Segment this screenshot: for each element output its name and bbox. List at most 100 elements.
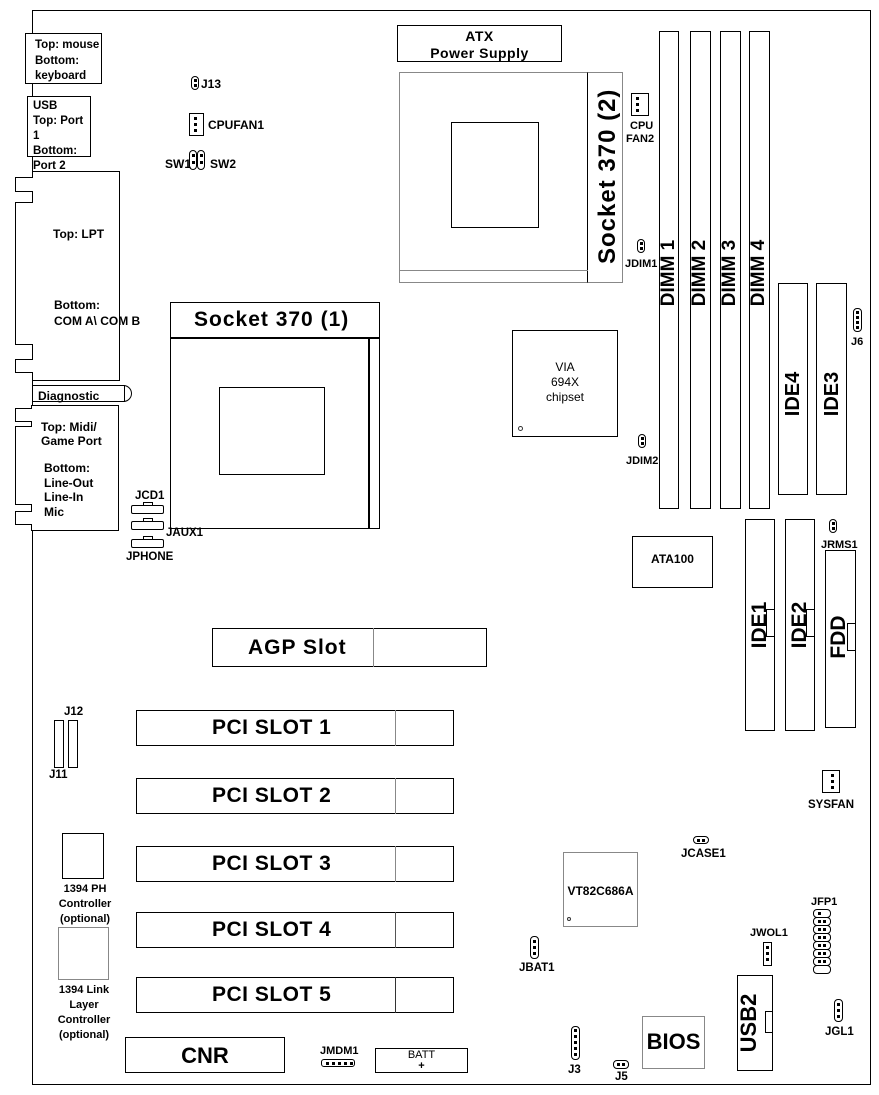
pin-icon bbox=[338, 1061, 341, 1065]
ide1-key-icon bbox=[766, 609, 775, 637]
audio-label-2: Line-Out bbox=[44, 476, 94, 490]
pin-icon bbox=[640, 442, 644, 445]
pci-slot-3[interactable] bbox=[136, 846, 454, 882]
socket1-lever bbox=[368, 337, 370, 529]
pin-icon bbox=[193, 84, 197, 87]
socket2-cpu-die bbox=[451, 122, 539, 228]
pin-icon bbox=[823, 952, 826, 955]
usb2-header[interactable] bbox=[737, 975, 773, 1071]
pin-icon bbox=[640, 437, 644, 440]
pin-icon bbox=[856, 311, 859, 314]
usb-label-4: Port 2 bbox=[33, 160, 66, 172]
ide3-label: IDE3 bbox=[821, 371, 843, 417]
com-label-1: Bottom: bbox=[54, 298, 100, 312]
audio-tab-mid bbox=[15, 426, 32, 505]
ata100-controller: ATA100 bbox=[632, 536, 713, 588]
pci-slot-2[interactable] bbox=[136, 778, 454, 814]
pci-slot-5[interactable] bbox=[136, 977, 454, 1013]
jaux1-label: JAUX1 bbox=[166, 527, 204, 539]
chipset-label-3: chipset bbox=[545, 390, 585, 404]
sw2-switch[interactable] bbox=[197, 150, 205, 170]
j6-label: J6 bbox=[851, 336, 864, 348]
fdd-key-icon bbox=[847, 623, 856, 651]
southbridge-label: VT82C686A bbox=[567, 884, 634, 898]
chipset-pin1-marker bbox=[518, 426, 523, 431]
pin-icon bbox=[831, 527, 835, 530]
dimm-slot-1[interactable] bbox=[659, 31, 679, 509]
pci-slot-4[interactable] bbox=[136, 912, 454, 948]
jcd1-header[interactable] bbox=[131, 505, 164, 514]
pin-icon bbox=[639, 247, 643, 250]
j5-header[interactable] bbox=[613, 1060, 629, 1069]
cnr-slot[interactable]: CNR bbox=[125, 1037, 285, 1073]
sw1-switch[interactable] bbox=[189, 150, 197, 170]
pin-icon bbox=[574, 1053, 577, 1056]
pin-icon bbox=[831, 780, 834, 783]
atx-label-2: Power Supply bbox=[430, 45, 529, 61]
jcase1-header[interactable] bbox=[693, 836, 709, 844]
pci-slot-2-divider bbox=[395, 778, 396, 814]
jgl1-label: JGL1 bbox=[825, 1026, 854, 1038]
com-label-2: COM A\ COM B bbox=[54, 314, 141, 328]
1394-link-label-4: (optional) bbox=[58, 1029, 110, 1041]
pin-icon bbox=[636, 103, 639, 106]
j12-connector[interactable] bbox=[68, 720, 78, 768]
jfp1-header[interactable] bbox=[813, 909, 831, 975]
pin-icon bbox=[702, 838, 705, 842]
1394-ph-label-3: (optional) bbox=[59, 913, 111, 925]
jphone-header[interactable] bbox=[131, 539, 164, 548]
dimm-slot-4[interactable] bbox=[749, 31, 770, 509]
vt82c686a-southbridge: VT82C686A bbox=[563, 852, 638, 927]
ps2-port-box: Top: mouse Bottom: keyboard bbox=[25, 33, 102, 84]
agp-slot[interactable] bbox=[212, 628, 487, 667]
jdim1-header[interactable] bbox=[637, 239, 645, 253]
j11-connector[interactable] bbox=[54, 720, 64, 768]
1394-link-label-3: Controller bbox=[57, 1014, 111, 1026]
j13-header[interactable] bbox=[191, 76, 199, 90]
ide3-connector[interactable] bbox=[816, 283, 847, 495]
pin-icon bbox=[344, 1061, 347, 1065]
1394-ph-label-2: Controller bbox=[58, 898, 112, 910]
jwol1-label: JWOL1 bbox=[750, 927, 788, 939]
sw2-label: SW2 bbox=[210, 157, 237, 171]
board-outline bbox=[32, 10, 871, 1085]
pin-icon bbox=[766, 952, 769, 955]
pin-icon bbox=[823, 920, 826, 923]
usb2-key-icon bbox=[765, 1011, 773, 1033]
ps2-label-2: Bottom: bbox=[35, 55, 80, 67]
jdim2-header[interactable] bbox=[638, 434, 646, 448]
pin-icon bbox=[574, 1047, 577, 1050]
pci-slot-3-divider bbox=[395, 846, 396, 882]
pin-icon bbox=[823, 944, 826, 947]
pin-icon bbox=[823, 936, 826, 939]
pin-icon bbox=[332, 1061, 335, 1065]
dimm-slot-3[interactable] bbox=[720, 31, 741, 509]
socket2-label: Socket 370 (2) bbox=[594, 88, 621, 264]
pin-icon bbox=[831, 522, 835, 525]
audio-game-box bbox=[31, 405, 119, 531]
jrms1-header[interactable] bbox=[829, 519, 837, 533]
southbridge-pin1-marker bbox=[567, 917, 571, 921]
j11-label: J11 bbox=[49, 769, 68, 781]
socket2-lever bbox=[587, 72, 623, 283]
cpufan2-header[interactable] bbox=[631, 93, 649, 116]
batt-plus-icon: + bbox=[418, 1060, 425, 1072]
lpt-tab-mid bbox=[15, 202, 33, 345]
jaux1-header[interactable] bbox=[131, 521, 164, 530]
jdim1-label: JDIM1 bbox=[625, 258, 658, 270]
j6-header[interactable] bbox=[853, 308, 862, 332]
1394-link-label: 1394 Link Layer Controller (optional) bbox=[38, 983, 130, 1043]
dimm-slot-2[interactable] bbox=[690, 31, 711, 509]
pin-icon bbox=[194, 129, 197, 132]
chipset-label-1: VIA bbox=[555, 360, 575, 374]
sysfan-label: SYSFAN bbox=[808, 799, 855, 811]
ps2-label-3: keyboard bbox=[35, 70, 87, 82]
audio-label-1: Bottom: bbox=[44, 461, 90, 475]
ide4-connector[interactable] bbox=[778, 283, 808, 495]
pci-slot-1[interactable] bbox=[136, 710, 454, 746]
jbat1-label: JBAT1 bbox=[519, 962, 555, 974]
sw1-label: SW1 bbox=[165, 157, 192, 171]
audio-tab-top bbox=[15, 408, 32, 422]
pin-icon bbox=[818, 936, 821, 939]
midi-label-2: Game Port bbox=[41, 434, 102, 448]
